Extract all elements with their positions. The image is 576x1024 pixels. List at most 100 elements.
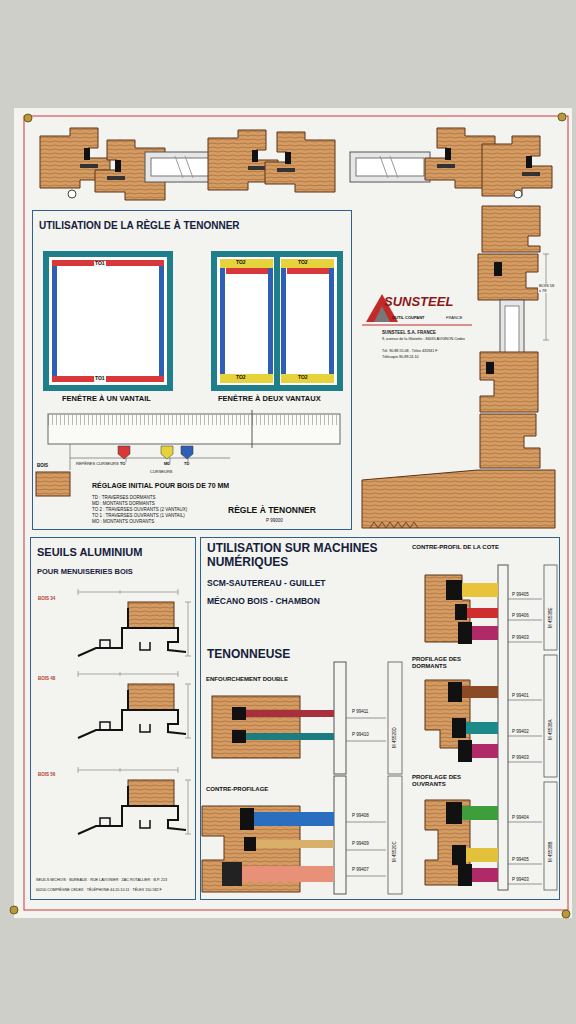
push-pin <box>10 113 570 918</box>
tenoner-counter-profile <box>346 822 386 876</box>
panel-title: UTILISATION DE LA RÈGLE À TENONNER <box>39 220 240 232</box>
push-pin <box>10 906 18 914</box>
text-label: FENÊTRE À DEUX VANTAUX <box>218 395 321 404</box>
tenon-ruler <box>48 414 340 444</box>
profile-cutter-stack <box>452 718 466 738</box>
tenon-ruler <box>118 446 130 459</box>
window-frame-double <box>226 268 268 274</box>
text-label: BOIS 58 x 78 <box>538 284 556 293</box>
text-label: 60200 COMPIÈGNE CEDEX · TÉLÉPHONE 44.20.… <box>36 888 191 892</box>
window-frame-single <box>159 266 164 376</box>
profile-cutter-stack <box>467 608 498 618</box>
text-label: OUTIL COUPANT <box>392 316 425 321</box>
profile-cutter-stack <box>472 868 498 882</box>
profile-cutter-stack <box>446 580 462 600</box>
text-label: BOIS 34 <box>38 596 55 601</box>
text-label: TO2 <box>298 375 308 381</box>
tenoner-double-fork <box>232 707 246 720</box>
tenoner-double-fork <box>346 718 386 741</box>
text-label: REPÈRES CURSEURS <box>76 462 119 467</box>
poster-border <box>24 116 568 910</box>
window-frame-double <box>268 268 273 374</box>
text-label: M 45520C <box>392 841 397 862</box>
window-section-top <box>482 136 552 196</box>
aluminium-threshold <box>78 671 191 738</box>
panel-title: TENONNEUSE <box>207 648 290 662</box>
tenoner-counter-profile <box>256 840 334 848</box>
window-frame-single <box>52 266 57 376</box>
window-frame-single <box>52 260 164 266</box>
profile-cutter-stack <box>544 655 557 777</box>
text-label: ENFOURCHEMENT DOUBLE <box>206 676 288 683</box>
window-section-vertical <box>494 262 502 276</box>
text-label: TO <box>120 462 125 467</box>
text-label: SUNSTEEL <box>384 295 453 310</box>
tenoner-counter-profile <box>244 837 256 851</box>
panel-title: POUR MENUISERIES BOIS <box>37 568 133 577</box>
window-section-vertical <box>480 414 540 468</box>
text-label: P 99401 <box>512 693 529 698</box>
aluminium-threshold <box>78 589 191 656</box>
text-label: P 99403 <box>512 877 529 882</box>
text-label: RÈGLE À TENONNER <box>228 506 316 516</box>
profile-cutter-stack <box>425 565 557 890</box>
text-label: PROFILAGE DES DORMANTS <box>412 656 494 670</box>
window-frame-single <box>52 376 164 382</box>
text-label: SEUILS MICHOIS · BUREAUX · RUE LAVOISIER… <box>36 878 191 882</box>
text-label: CONTRE-PROFILAGE <box>206 786 268 793</box>
tenon-ruler <box>181 446 193 459</box>
text-label: TO 1 : TRAVERSES OUVRANTS (1 VANTAIL) <box>92 513 185 518</box>
text-label: MD : MONTANTS DORMANTS <box>92 501 155 506</box>
profile-cutter-stack <box>544 782 557 890</box>
text-label: M 45538A <box>548 719 553 740</box>
tenoner-counter-profile <box>242 866 334 882</box>
window-frame-double <box>214 254 340 388</box>
window-frame-double <box>281 259 334 268</box>
tenon-ruler <box>70 444 230 470</box>
text-label: P 99411 <box>352 709 368 714</box>
text-label: P 99402 <box>512 729 529 734</box>
text-label: MO : MONTANTS OUVRANTS <box>92 519 154 524</box>
panel-title: MÉCANO BOIS - CHAMBON <box>207 597 320 607</box>
text-label: BOIS 56 <box>38 772 55 777</box>
tenoner-counter-profile <box>202 776 402 894</box>
window-section-top <box>514 190 522 198</box>
profile-cutter-stack <box>458 622 472 644</box>
logo-triangle <box>362 294 472 325</box>
tenoner-double-fork <box>232 730 246 743</box>
text-label: TO1 <box>94 261 106 267</box>
text-label: TD : TRAVERSES DORMANTS <box>92 495 156 500</box>
window-frame-double <box>281 268 286 374</box>
text-label: SUNSTEEL S.A. FRANCE <box>382 330 436 335</box>
text-label: P 99409 <box>352 841 369 846</box>
logo-triangle <box>362 324 472 325</box>
text-label: M 45538E <box>548 607 553 628</box>
window-section-vertical <box>486 362 494 374</box>
window-section-vertical <box>478 254 538 300</box>
tenon-ruler <box>161 446 173 459</box>
window-frame-double <box>329 268 334 374</box>
text-label: Télécopie 90.89.24.10 <box>382 355 419 359</box>
text-label: Tél. 90.88.55.08 - Télex 431941 F <box>382 349 438 353</box>
text-label: P 99410 <box>352 732 369 737</box>
tenoner-counter-profile <box>388 776 402 894</box>
window-section-vertical <box>480 352 538 412</box>
push-pin <box>24 114 32 122</box>
profile-cutter-stack <box>462 686 498 698</box>
tenoner-counter-profile <box>240 808 254 830</box>
window-section-top <box>40 128 552 200</box>
profile-cutter-stack <box>458 864 472 886</box>
profile-cutter-stack <box>458 740 472 762</box>
profile-cutter-stack <box>544 565 557 650</box>
window-frame-double <box>281 374 334 383</box>
tenoner-counter-profile <box>334 776 346 894</box>
tenoner-double-fork <box>246 733 334 740</box>
text-label: 9, avenue de la Gloriette - 84035 AVIGNO… <box>382 337 478 341</box>
window-section-vertical <box>543 254 549 340</box>
panel-title: SCM-SAUTEREAU - GUILLET <box>207 579 326 589</box>
text-label: TO2 <box>236 375 246 381</box>
text-label: P 99403 <box>512 755 529 760</box>
text-label: P 99406 <box>512 613 529 618</box>
text-label: P 99405 <box>512 592 529 597</box>
text-label: CURSEURS <box>150 470 172 475</box>
